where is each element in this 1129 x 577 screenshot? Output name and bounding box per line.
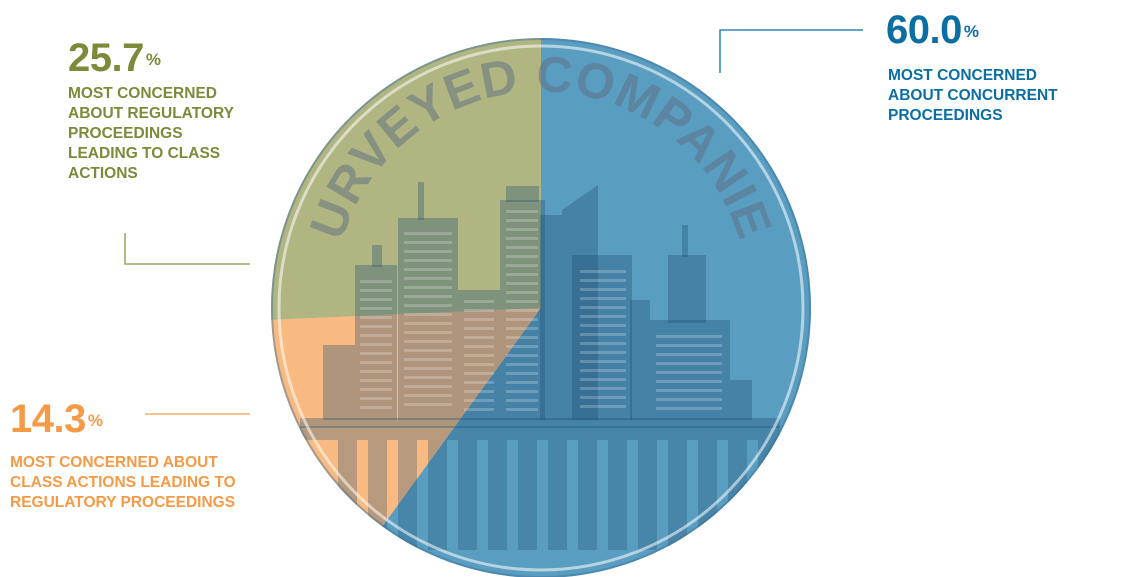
- pie-slices: [271, 38, 811, 577]
- pie-slice-concurrent: [382, 38, 811, 577]
- slice-value-label: 60.0%: [886, 8, 979, 52]
- pie-slice-class_to_regulatory: [271, 308, 541, 527]
- coin-outer-ring: [271, 38, 811, 577]
- pie-slice-regulatory_to_class: [271, 38, 541, 320]
- coin-inner-ring: [277, 44, 805, 572]
- leader-line-green: [124, 233, 250, 265]
- callout-concurrent: 60.0% MOST CONCERNED ABOUT CONCURRENT PR…: [886, 8, 1058, 126]
- leader-line-blue: [719, 29, 863, 73]
- slice-description: MOST CONCERNED ABOUT CONCURRENT PROCEEDI…: [888, 67, 1058, 124]
- callout-regulatory-to-class: 25.7% MOST CONCERNED ABOUT REGULATORY PR…: [68, 38, 234, 184]
- slice-value-label: 25.7%: [68, 36, 161, 80]
- slice-description: MOST CONCERNED ABOUT REGULATORY PROCEEDI…: [68, 85, 234, 182]
- slice-value-label: 14.3%: [10, 397, 103, 441]
- callout-class-to-regulatory: 14.3% MOST CONCERNED ABOUT CLASS ACTIONS…: [10, 399, 236, 513]
- slice-description: MOST CONCERNED ABOUT CLASS ACTIONS LEADI…: [10, 454, 236, 511]
- city-skyline-illustration: [300, 182, 780, 428]
